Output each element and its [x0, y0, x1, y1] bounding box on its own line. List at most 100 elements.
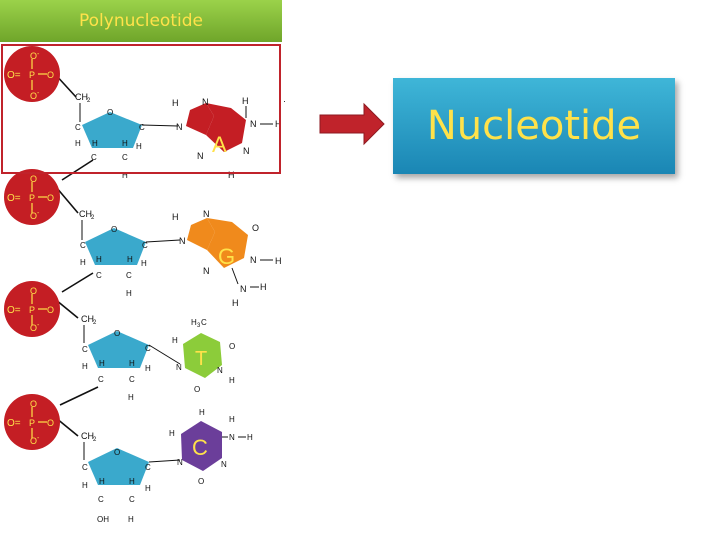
nucleotide-guanine: O O= P O O - CH 2 O C H C H H H C C H — [3, 168, 282, 308]
svg-text:P: P — [29, 193, 35, 203]
sugar-ring: CH 2 O C H C H H H C C OH H — [81, 431, 181, 524]
svg-text:N: N — [217, 366, 223, 375]
svg-text:O: O — [30, 286, 37, 296]
svg-text:C: C — [129, 495, 135, 504]
svg-text:C: C — [139, 123, 145, 132]
svg-text:-: - — [37, 210, 40, 217]
svg-text:O: O — [252, 223, 259, 233]
svg-text:H: H — [145, 484, 151, 493]
svg-text:H: H — [191, 318, 197, 327]
svg-text:CH: CH — [81, 431, 94, 441]
svg-text:O: O — [30, 323, 37, 333]
svg-text:H: H — [129, 477, 135, 486]
svg-text:H: H — [228, 170, 235, 180]
svg-text:H: H — [136, 142, 142, 151]
svg-text:H: H — [80, 258, 86, 267]
thymine-base: H 3 C H O N N H O T — [172, 318, 235, 394]
svg-text:H: H — [172, 98, 179, 108]
svg-text:H: H — [122, 139, 128, 148]
svg-text:O=: O= — [7, 70, 21, 81]
svg-text:2: 2 — [91, 215, 95, 221]
sugar-ring: CH 2 O C H C H H H C C H — [81, 314, 181, 402]
svg-text:C: C — [145, 463, 151, 472]
svg-text:N: N — [179, 236, 186, 246]
title: Polynucleotide — [79, 11, 203, 31]
svg-text:H: H — [126, 289, 132, 298]
svg-text:2: 2 — [87, 98, 91, 104]
svg-text:H: H — [128, 393, 134, 402]
svg-text:2: 2 — [93, 320, 97, 326]
svg-text:H: H — [172, 212, 179, 222]
svg-text:H: H — [275, 256, 282, 266]
svg-text:3: 3 — [197, 323, 201, 329]
nucleotide-highlight-box — [1, 44, 281, 174]
svg-text:O: O — [107, 108, 113, 117]
svg-text:H: H — [260, 282, 267, 292]
svg-text:N: N — [221, 460, 227, 469]
svg-text:OH: OH — [97, 515, 109, 524]
svg-text:P: P — [29, 70, 35, 80]
phosphate-group: O O= P O O - — [3, 168, 61, 226]
cytosine-base: H H N H H N N O C — [169, 408, 253, 486]
svg-text:O=: O= — [7, 193, 21, 204]
svg-text:H: H — [229, 376, 235, 385]
base-letter-g: G — [218, 244, 235, 269]
svg-text:C: C — [80, 241, 86, 250]
svg-text:N: N — [197, 151, 204, 161]
svg-text:-: - — [37, 322, 40, 329]
phosphate-group: O O= P O O - — [3, 280, 61, 338]
arrow-right-icon — [319, 102, 385, 146]
nucleotide-cytosine: O O= P O O - CH 2 O C H C H H H C C OH H — [3, 393, 253, 524]
svg-text:C: C — [98, 495, 104, 504]
sugar-ring: CH 2 O C H C H H H C C H — [79, 209, 181, 298]
svg-text:H: H — [99, 359, 105, 368]
svg-text:O: O — [30, 91, 37, 101]
svg-text:H: H — [82, 481, 88, 490]
svg-text:O: O — [198, 477, 204, 486]
svg-text:H: H — [242, 96, 249, 106]
svg-text:H: H — [169, 429, 175, 438]
svg-text:H: H — [275, 119, 282, 129]
svg-text:N: N — [250, 119, 257, 129]
nucleotide-label-box: Nucleotide — [393, 78, 675, 174]
svg-text:C: C — [96, 271, 102, 280]
svg-text:O: O — [114, 329, 120, 338]
title-banner: Polynucleotide — [0, 0, 282, 42]
svg-text:O: O — [30, 51, 37, 61]
adenine-base: H N N H N H · N N H A — [172, 96, 286, 180]
nucleotide-label: Nucleotide — [426, 103, 642, 149]
svg-text:H: H — [99, 477, 105, 486]
svg-text:-: - — [37, 435, 40, 442]
svg-text:H: H — [199, 408, 205, 417]
svg-text:O: O — [47, 70, 54, 80]
svg-text:H: H — [247, 433, 253, 442]
svg-text:C: C — [142, 241, 148, 250]
svg-text:O: O — [111, 225, 117, 234]
svg-text:P: P — [29, 305, 35, 315]
guanine-base: H N N O N H N N H H G — [172, 209, 282, 308]
svg-text:H: H — [92, 139, 98, 148]
svg-text:H: H — [145, 364, 151, 373]
svg-text:N: N — [240, 284, 247, 294]
svg-text:C: C — [75, 123, 81, 132]
phosphate-group: O - O= P O O - — [3, 45, 61, 103]
svg-text:N: N — [203, 209, 210, 219]
svg-text:N: N — [177, 458, 183, 467]
svg-text:C: C — [82, 463, 88, 472]
svg-text:H: H — [129, 359, 135, 368]
svg-text:CH: CH — [79, 209, 92, 219]
svg-text:O=: O= — [7, 305, 21, 316]
svg-text:O: O — [47, 305, 54, 315]
svg-text:O: O — [229, 342, 235, 351]
phosphate-group: O O= P O O - — [3, 393, 61, 451]
sugar-ring: CH 2 O C H C H H H C C H — [75, 92, 179, 180]
svg-text:N: N — [203, 266, 210, 276]
svg-text:CH: CH — [81, 314, 94, 324]
svg-text:P: P — [29, 418, 35, 428]
svg-text:O=: O= — [7, 418, 21, 429]
svg-text:O: O — [114, 448, 120, 457]
svg-text:H: H — [82, 362, 88, 371]
svg-text:C: C — [82, 345, 88, 354]
svg-text:H: H — [128, 515, 134, 524]
